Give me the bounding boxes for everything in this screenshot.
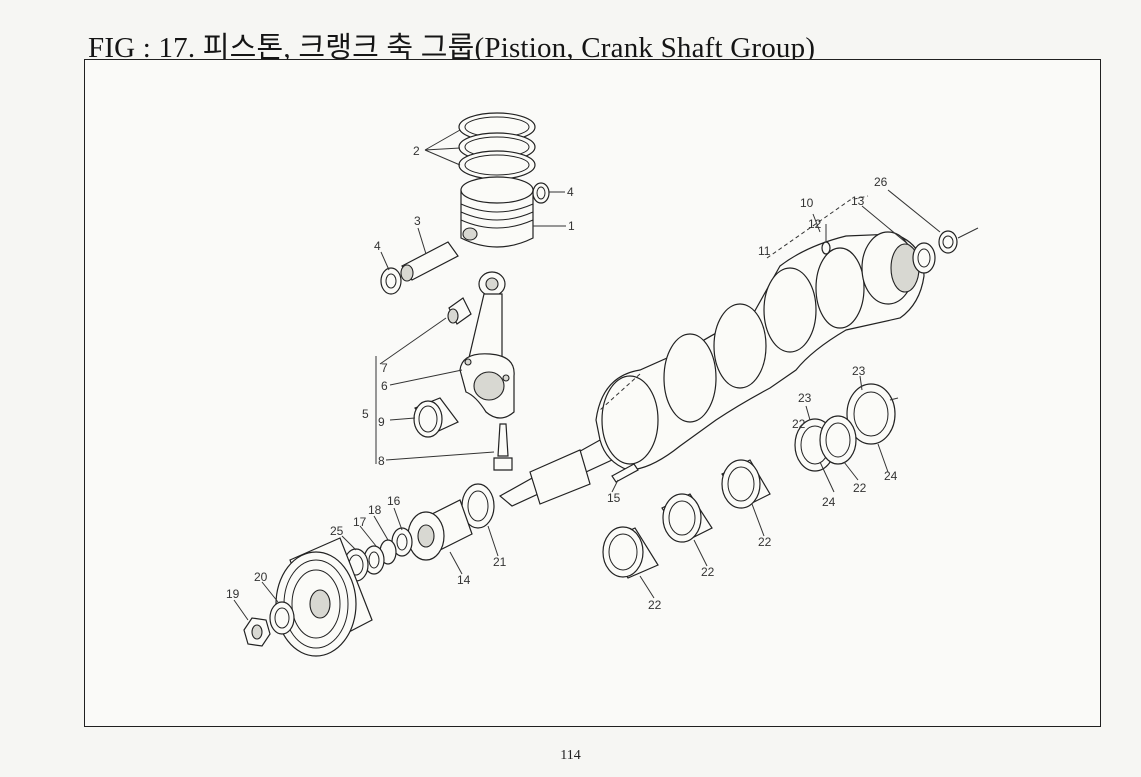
callout-7: 7 <box>381 361 388 375</box>
callout-12: 12 <box>808 217 822 231</box>
callout-8: 8 <box>378 454 385 468</box>
callout-22-bearing-1: 22 <box>648 598 662 612</box>
callout-9: 9 <box>378 415 385 429</box>
rear-oil-seal <box>912 242 936 274</box>
callout-24-inner: 24 <box>822 495 836 509</box>
crankshaft <box>498 231 925 507</box>
callout-16: 16 <box>387 494 401 508</box>
pilot-bearing <box>938 230 958 254</box>
callout-22-bearing-2: 22 <box>701 565 715 579</box>
callout-17: 17 <box>353 515 367 529</box>
callout-4-left: 4 <box>374 239 381 253</box>
callout-23-outer: 23 <box>852 364 866 378</box>
pulley-nut <box>243 617 271 647</box>
callout-25: 25 <box>330 524 344 538</box>
callout-23-inner: 23 <box>798 391 812 405</box>
leader-lines <box>233 129 979 621</box>
callout-20: 20 <box>254 570 268 584</box>
callout-2: 2 <box>413 144 420 158</box>
page-number: 114 <box>560 748 581 763</box>
callout-11: 11 <box>758 244 771 258</box>
callout-14: 14 <box>457 573 471 587</box>
piston <box>460 176 534 248</box>
piston-pin <box>400 241 459 282</box>
callout-26: 26 <box>874 175 888 189</box>
plug <box>821 241 831 255</box>
snap-ring-right <box>532 182 550 204</box>
callout-22-bearing-3: 22 <box>758 535 772 549</box>
small-end-bushing <box>447 297 472 325</box>
callout-3: 3 <box>414 214 421 228</box>
pulley-washer <box>269 601 295 635</box>
callout-6: 6 <box>381 379 388 393</box>
figure-frame <box>84 59 1101 727</box>
callout-5: 5 <box>362 407 369 421</box>
key <box>611 463 639 483</box>
callout-10: 10 <box>800 196 814 210</box>
main-bearing-thrust <box>819 415 857 465</box>
main-bearing-2 <box>661 493 713 543</box>
callout-4-right: 4 <box>567 185 574 199</box>
callout-18: 18 <box>368 503 382 517</box>
callout-13: 13 <box>851 194 865 208</box>
connecting-rod <box>459 271 515 419</box>
collar <box>391 527 413 557</box>
piston-rings <box>458 112 536 180</box>
crank-pulley <box>275 537 373 657</box>
callout-labels: 1 2 3 4 4 5 6 7 8 9 10 11 12 13 14 15 16… <box>226 144 898 612</box>
callout-21: 21 <box>493 555 507 569</box>
callout-19: 19 <box>226 587 240 601</box>
conrod-bolt <box>493 423 513 471</box>
callout-15: 15 <box>607 491 621 505</box>
figure-title: FIG : 17. 피스톤, 크랭크 축 그룹(Pistion, Crank S… <box>88 32 816 64</box>
thrust-washer-outer <box>846 383 896 445</box>
callout-1: 1 <box>568 219 575 233</box>
main-bearing-1 <box>602 526 659 579</box>
callout-24-outer: 24 <box>884 469 898 483</box>
snap-ring-left <box>380 267 402 295</box>
callout-22-thrust: 22 <box>853 481 867 495</box>
callout-22-center: 22 <box>792 417 806 431</box>
conrod-bearing <box>413 397 459 438</box>
timing-gear <box>407 499 473 561</box>
main-bearing-3 <box>721 459 771 509</box>
